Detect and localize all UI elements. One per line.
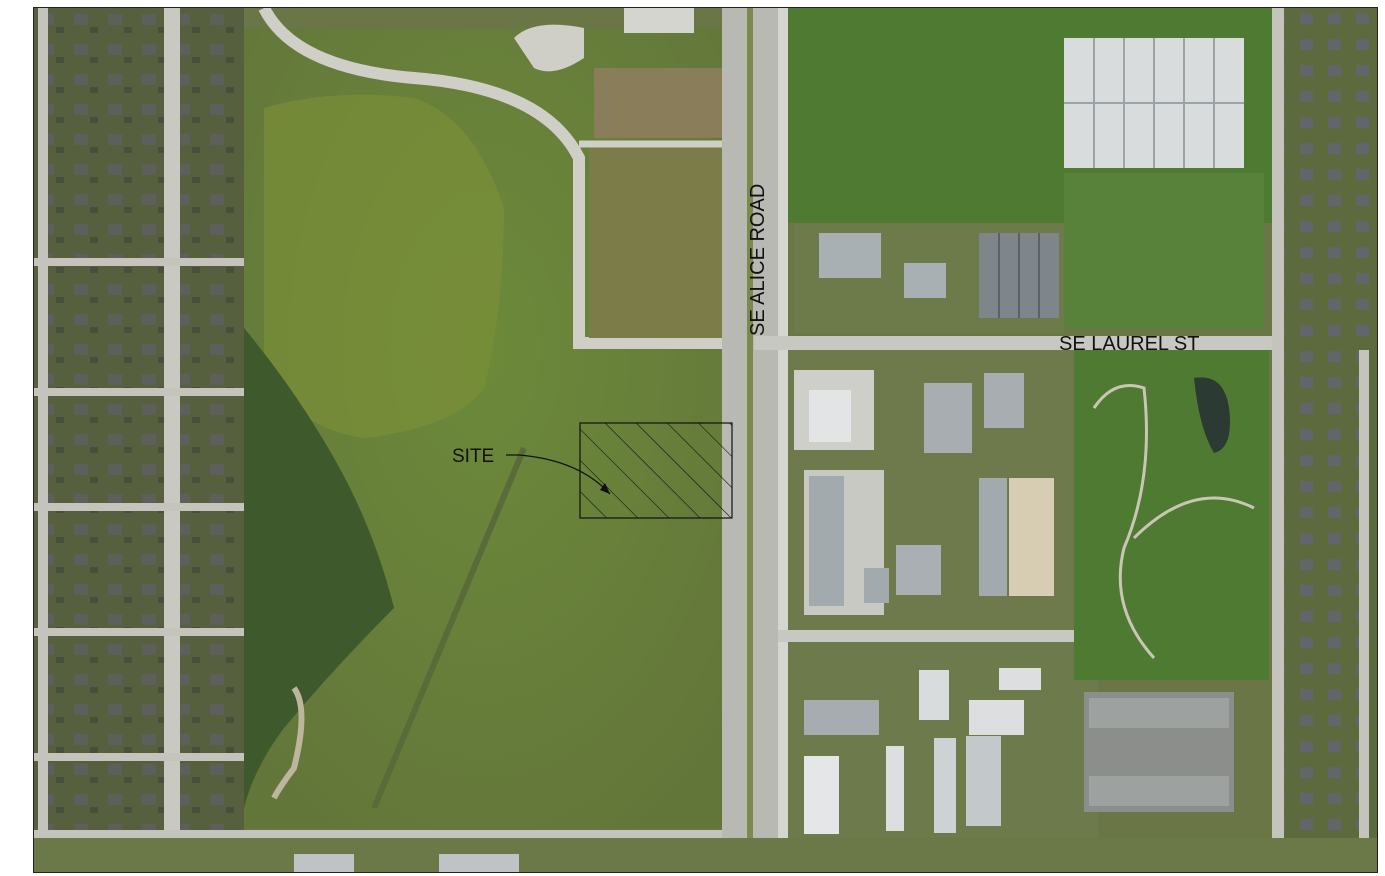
parking-lot-3 [1009, 478, 1054, 596]
building-7 [864, 568, 889, 603]
drainage-path [271, 686, 305, 800]
aerial-map-canvas: SITE SE LAUREL ST SE ALICE ROAD [34, 8, 1377, 872]
site-leader-line [506, 454, 611, 495]
laurel-street-label: SE LAUREL ST [1059, 333, 1199, 355]
apartment-building-north [1089, 698, 1229, 728]
building-6 [809, 476, 844, 606]
alice-road-median [747, 8, 753, 872]
building-1 [819, 233, 881, 278]
construction-area [594, 68, 724, 138]
building-5 [984, 373, 1024, 428]
building-south-2 [439, 854, 519, 872]
residential-cross-streets [34, 258, 734, 838]
building-8 [896, 545, 941, 595]
building-4 [924, 383, 972, 453]
gas-station-lot [514, 24, 584, 72]
building-17 [966, 736, 1001, 826]
residential-street-west [164, 8, 180, 872]
field-swale [371, 446, 527, 810]
laurel-street-pavement [754, 336, 1377, 350]
residential-street-edge [38, 8, 48, 872]
building-16 [934, 738, 956, 833]
curved-access-road [258, 8, 724, 349]
building-11 [919, 670, 949, 720]
building-2 [904, 263, 946, 298]
residential-west [34, 8, 244, 872]
building-15 [886, 746, 904, 831]
building-9 [979, 478, 1007, 596]
alice-road-label: SE ALICE ROAD [747, 184, 769, 336]
alice-road-sidewalk [778, 8, 788, 872]
site-label: SITE [452, 446, 494, 467]
aerial-site-map: SITE SE LAUREL ST SE ALICE ROAD [33, 7, 1378, 873]
building-14 [804, 756, 839, 834]
storage-building-dividers [998, 233, 1040, 318]
building-south-1 [294, 854, 354, 872]
site-leader-arrow [600, 483, 610, 494]
building-3 [809, 390, 851, 442]
building-13 [999, 668, 1041, 690]
field-crop-patch [264, 94, 504, 439]
east-residential-street [1359, 350, 1369, 872]
building-12 [969, 700, 1024, 735]
gas-station-roof [624, 8, 694, 33]
park-trails [1092, 384, 1255, 660]
south-connector-road [778, 630, 1098, 642]
pond [1194, 377, 1230, 453]
graded-lot [589, 148, 724, 338]
south-strip [34, 838, 1377, 872]
open-lawn-north [1064, 173, 1264, 328]
tree-line [244, 328, 394, 808]
building-10 [804, 700, 879, 735]
storage-unit-dividers [1064, 38, 1244, 168]
apartment-building-south [1089, 776, 1229, 806]
park-area [1074, 350, 1269, 680]
site-boundary [579, 422, 733, 519]
east-arterial-road [1272, 8, 1284, 872]
